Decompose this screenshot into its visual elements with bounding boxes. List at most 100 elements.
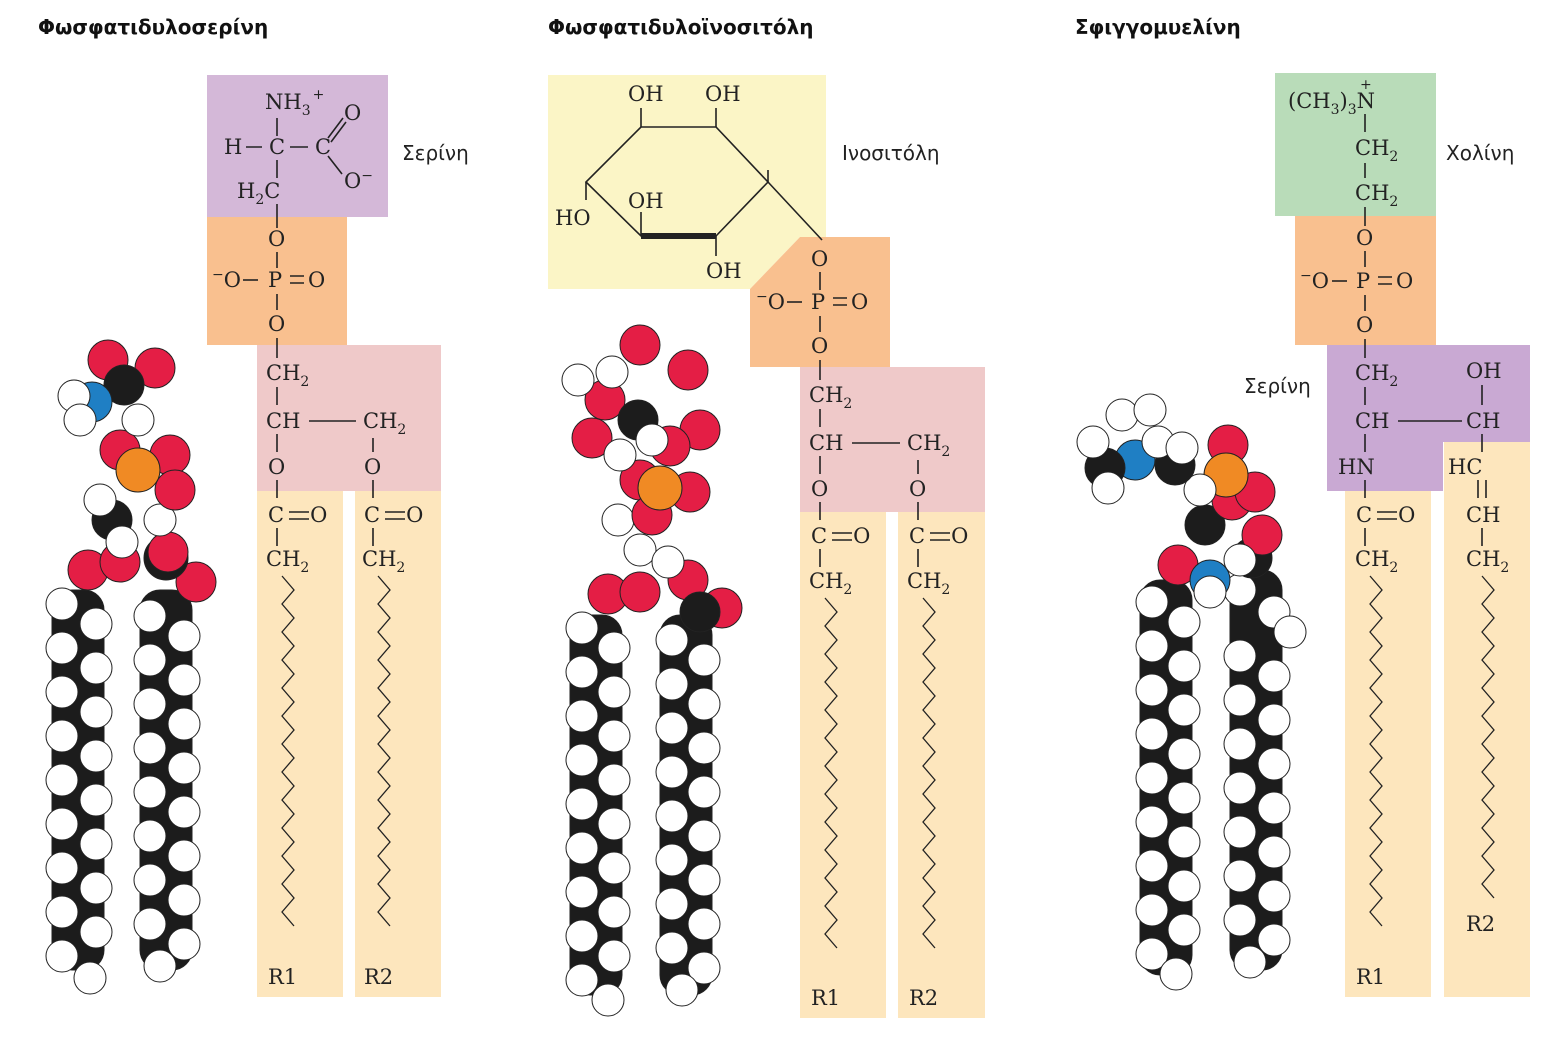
pi-phosphate-o-minus: −O <box>756 289 785 314</box>
title-sphingomyelin: Σφιγγομυελίνη <box>1075 15 1241 39</box>
glycerol-ch: CH <box>266 409 300 433</box>
serine-carboxyl-c: C <box>315 135 331 159</box>
ester-o-2: O <box>364 455 381 479</box>
pi-phosphate-o-bottom: O <box>811 334 828 358</box>
title-phosphatidylserine: Φωσφατιδυλοσερίνη <box>38 15 268 39</box>
carboxyl-o: O <box>344 101 361 125</box>
inositol-ring: OH OH OH HO OH <box>555 82 823 283</box>
glycerol-box <box>257 345 441 491</box>
sm-label-r2: R2 <box>1466 912 1495 936</box>
sm-phosphate-o-double: O <box>1396 269 1413 293</box>
sm-ch2: CH2 <box>1355 361 1398 390</box>
sm-label-r1: R1 <box>1356 965 1385 989</box>
label-serine-backbone: Σερίνη <box>1244 374 1311 398</box>
chain-box-r2-sm <box>1444 442 1530 997</box>
panel-phosphatidylserine: NH3+ H C C O O− H2C Σερίνη O −O P O O CH… <box>45 75 469 997</box>
choline-plus: + <box>1360 77 1372 93</box>
sm-hc: HC <box>1448 455 1482 479</box>
chain-ch2-2: CH2 <box>362 547 405 576</box>
space-filling-model-ps <box>45 339 217 995</box>
sphingo-box-bottom <box>1327 442 1443 491</box>
pi-glycerol-ch2-top: CH2 <box>809 383 852 412</box>
label-choline: Χολίνη <box>1446 141 1514 165</box>
carboxyl-o-minus: O− <box>344 168 373 193</box>
sm-phosphate-o-minus: −O <box>1300 268 1329 293</box>
pi-phosphate-o-double: O <box>851 290 868 314</box>
pi-chain-ch2-1: CH2 <box>809 569 852 598</box>
pi-label-r2: R2 <box>909 986 938 1010</box>
sm-phosphorus: P <box>1356 269 1370 293</box>
serine-alpha-c: C <box>269 135 285 159</box>
chain-box-r1 <box>257 491 343 997</box>
phosphate-box <box>207 217 347 345</box>
sm-acyl-chain-r1 <box>1369 575 1383 927</box>
space-filling-model-sm <box>1076 393 1307 991</box>
title-phosphatidylinositol: Φωσφατιδυλοϊνοσιτόλη <box>548 15 813 39</box>
pi-phosphorus: P <box>811 290 825 314</box>
phosphate-box-pi <box>750 237 890 367</box>
chain-box-r2 <box>355 491 441 997</box>
glycerol-box-pi <box>800 367 985 512</box>
ring-oh-4: OH <box>706 259 742 283</box>
amine-group: NH3+ <box>265 87 324 119</box>
pi-glycerol-ch: CH <box>809 431 843 455</box>
sm-chain-ch2-2: CH2 <box>1466 547 1509 576</box>
pi-chain-ch2-2: CH2 <box>907 569 950 598</box>
serine-ch2: H2C <box>237 179 280 208</box>
acyl-chain-r1 <box>281 575 295 927</box>
chain-ch2-1: CH2 <box>266 547 309 576</box>
phosphate-o-bottom: O <box>268 312 285 336</box>
sm-hn: HN <box>1338 455 1375 479</box>
chain-box-r2-pi <box>898 512 985 1018</box>
sm-oh: OH <box>1466 359 1502 383</box>
phosphorus: P <box>268 268 282 292</box>
glycerol-ch2-side: CH2 <box>363 409 406 438</box>
chain-box-r1-pi <box>800 512 886 1018</box>
pi-ester-o-1: O <box>811 477 828 501</box>
pi-acyl-chain-r1 <box>824 597 838 949</box>
sm-phosphate-o-top: O <box>1356 226 1373 250</box>
sphingo-box-top <box>1327 345 1530 442</box>
choline-ch2-2: CH2 <box>1355 181 1398 210</box>
serine-box <box>207 75 388 217</box>
phosphate-o-double: O <box>308 268 325 292</box>
choline-ch2-1: CH2 <box>1355 136 1398 165</box>
ring-ho: HO <box>555 206 591 230</box>
ring-oh-1: OH <box>628 82 664 106</box>
sm-chain-ch2-1: CH2 <box>1355 547 1398 576</box>
sm-ch: CH <box>1355 409 1389 433</box>
label-r2: R2 <box>364 965 393 989</box>
pi-ester-o-2: O <box>909 477 926 501</box>
choline-nitrogen: (CH3)3N <box>1288 89 1375 118</box>
label-inositol: Ινοσιτόλη <box>842 141 940 165</box>
sm-phosphate-o-bottom: O <box>1356 313 1373 337</box>
pi-label-r1: R1 <box>811 986 840 1010</box>
choline-box <box>1275 73 1436 216</box>
pi-acyl-chain-r2 <box>922 597 936 949</box>
glycerol-ch2-top: CH2 <box>266 361 309 390</box>
chain-box-r1-sm <box>1345 491 1431 997</box>
sm-ch-2: CH <box>1466 409 1500 433</box>
phosphate-o-top: O <box>268 227 285 251</box>
label-serine: Σερίνη <box>402 141 469 165</box>
ring-oh-3: OH <box>628 189 664 213</box>
acyl-chain-r2 <box>377 575 391 927</box>
sm-ch-alkene: CH <box>1466 503 1500 527</box>
phosphate-box-sm <box>1295 216 1436 345</box>
ester-o-1: O <box>268 455 285 479</box>
space-filling-model-pi <box>561 324 743 1017</box>
label-r1: R1 <box>268 965 297 989</box>
pi-glycerol-ch2-side: CH2 <box>907 431 950 460</box>
ring-oh-2: OH <box>705 82 741 106</box>
phosphate-o-minus: −O <box>212 267 241 292</box>
sm-chain-r2 <box>1481 575 1495 899</box>
panel-phosphatidylinositol: OH OH OH HO OH Ινοσιτόλη O −O P O O CH2 … <box>548 75 985 1018</box>
pi-phosphate-o-top: O <box>811 247 828 271</box>
inositol-box <box>548 75 826 289</box>
